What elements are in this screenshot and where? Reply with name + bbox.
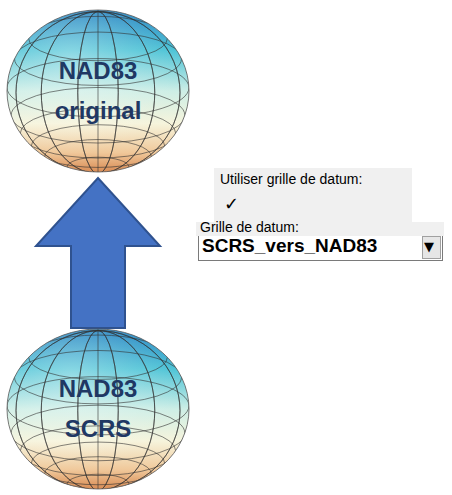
datum-name: NAD83 SCRS <box>38 369 158 449</box>
dropdown-value: SCRS_vers_NAD83 <box>202 235 377 258</box>
datum-name: NAD83 original <box>38 51 158 131</box>
checkbox-mark: ✓ <box>224 193 239 215</box>
field-label: Utiliser grille de datum: <box>220 171 362 188</box>
dropdown-arrow: ▼ <box>424 239 434 255</box>
dropdown-box <box>199 235 443 261</box>
ellipsoid-figure <box>5 8 191 174</box>
dropdown-button <box>423 237 441 259</box>
field-label: Grille de datum: <box>200 219 299 236</box>
ellipsoid-node: NAD83 original <box>5 8 191 174</box>
block-arrow <box>36 178 160 328</box>
ellipsoid-node: NAD83 SCRS <box>5 327 191 491</box>
ellipsoid-figure <box>5 327 191 491</box>
